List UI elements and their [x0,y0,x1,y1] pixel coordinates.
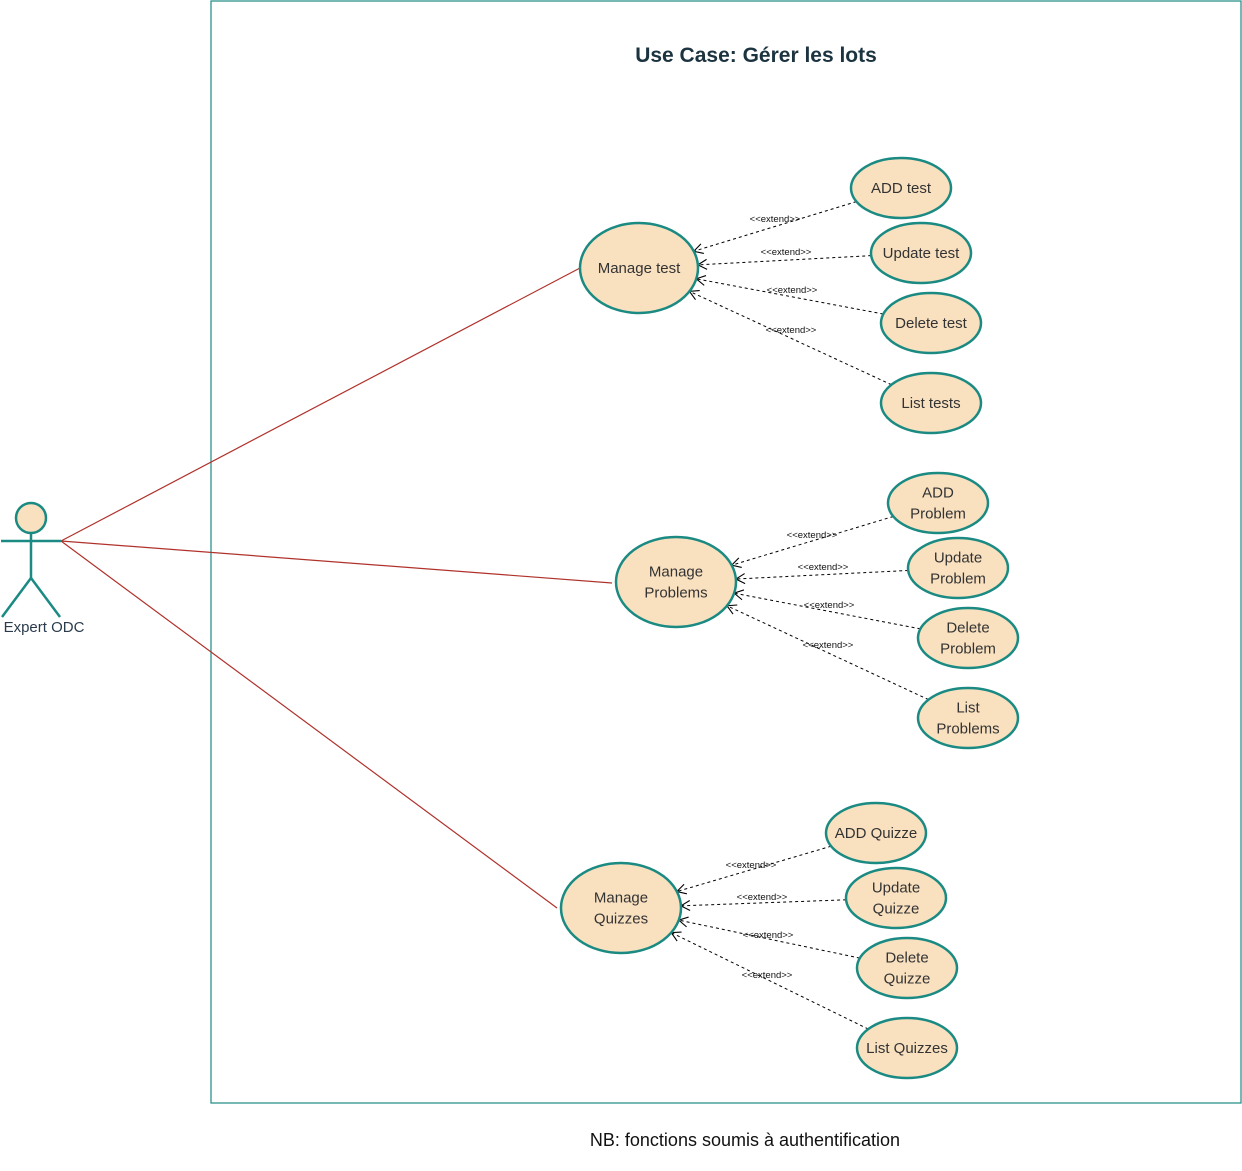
usecase-manage-problems-label: Manage [649,564,703,581]
usecase-manage-quizzes-ellipse [559,861,683,955]
usecase-update-problem-label: Problem [930,571,986,588]
usecase-list-quizzes[interactable]: List Quizzes [855,1016,959,1080]
usecase-delete-quizze-ellipse [855,936,959,1000]
usecase-delete-quizze-label: Delete [885,950,928,967]
extend-label: <<extend>> [787,530,838,541]
usecase-list-tests-label: List tests [901,395,960,412]
usecase-list-tests[interactable]: List tests [879,371,983,435]
extend-arrow [696,255,872,270]
association-line [60,540,558,909]
usecase-add-test-label: ADD test [871,180,932,197]
usecase-delete-test-label: Delete test [895,315,968,332]
usecase-add-test[interactable]: ADD test [849,156,953,220]
actor-label: Expert ODC [4,619,85,636]
extend-arrow [670,931,869,1030]
extend-label: <<extend>> [766,325,817,336]
extend-label: <<extend>> [761,247,812,258]
extend-label: <<extend>> [743,930,794,941]
association-lines [60,267,613,909]
extend-arrow [725,604,929,701]
extend-arrow [730,515,894,568]
diagram-title: Use Case: Gérer les lots [635,44,877,67]
extend-label: <<extend>> [742,970,793,981]
usecase-update-quizze-ellipse [844,866,948,930]
usecase-list-problems-label: List [956,700,980,717]
extend-arrow [675,845,832,895]
extend-arrow [692,201,857,254]
actor-right-leg [29,577,62,618]
actor-head [14,501,48,535]
usecase-list-problems-label: Problems [936,721,999,738]
extend-arrow [733,589,921,630]
extend-label: <<extend>> [804,600,855,611]
usecase-manage-test[interactable]: Manage test [578,221,700,315]
usecase-add-test-ellipse [849,156,953,220]
usecase-manage-problems-label: Problems [644,585,707,602]
extend-arrow [734,569,909,585]
usecase-add-quizze[interactable]: ADD Quizze [824,801,928,865]
extend-label: <<extend>> [798,562,849,573]
usecase-add-quizze-label: ADD Quizze [835,825,918,842]
extend-label: <<extend>> [750,214,801,225]
system-boundary [210,0,1242,1104]
usecase-delete-test[interactable]: Delete test [879,291,983,355]
usecase-list-problems-ellipse [916,686,1020,750]
usecase-update-problem-label: Update [934,550,982,567]
extend-label: <<extend>> [803,640,854,651]
extend-label: <<extend>> [726,860,777,871]
authentication-note: NB: fonctions soumis à authentification [590,1130,900,1150]
actor-left-leg [0,577,33,618]
usecase-update-test-label: Update test [883,245,961,262]
usecase-delete-test-ellipse [879,291,983,355]
usecase-delete-problem-label: Delete [946,620,989,637]
usecase-update-test-ellipse [869,221,973,285]
actor-expert-odc[interactable]: Expert ODC [0,501,85,636]
stick-figure-icon [0,501,62,618]
extend-arrow [695,275,884,315]
usecase-manage-test-label: Manage test [598,260,681,277]
usecase-update-quizze-label: Quizze [873,901,920,918]
usecase-add-quizze-ellipse [824,801,928,865]
association-line [60,267,581,542]
usecase-list-tests-ellipse [879,371,983,435]
usecase-add-problem[interactable]: ADD Problem [886,471,990,535]
extend-relations: <<extend>> <<extend>> <<extend>> <<extend>>… [670,201,929,1030]
usecase-manage-quizzes-label: Quizzes [594,911,648,928]
usecase-manage-problems-ellipse [614,535,738,629]
usecase-delete-problem-label: Problem [940,641,996,658]
usecase-update-problem-ellipse [906,536,1010,600]
usecase-update-test[interactable]: Update test [869,221,973,285]
usecase-delete-problem-ellipse [916,606,1020,670]
extend-arrow [677,916,860,959]
usecase-manage-quizzes-label: Manage [594,890,648,907]
usecase-add-problem-ellipse [886,471,990,535]
extend-label: <<extend>> [737,892,788,903]
usecase-manage-test-ellipse [578,221,700,315]
usecase-list-quizzes-label: List Quizzes [866,1040,948,1057]
usecase-add-problem-label: Problem [910,506,966,523]
extend-arrow [688,290,892,386]
usecase-update-quizze-label: Update [872,880,920,897]
association-line [60,540,613,584]
usecase-add-problem-label: ADD [922,485,954,502]
extend-label: <<extend>> [767,285,818,296]
usecase-delete-quizze-label: Quizze [884,971,931,988]
usecase-list-quizzes-ellipse [855,1016,959,1080]
